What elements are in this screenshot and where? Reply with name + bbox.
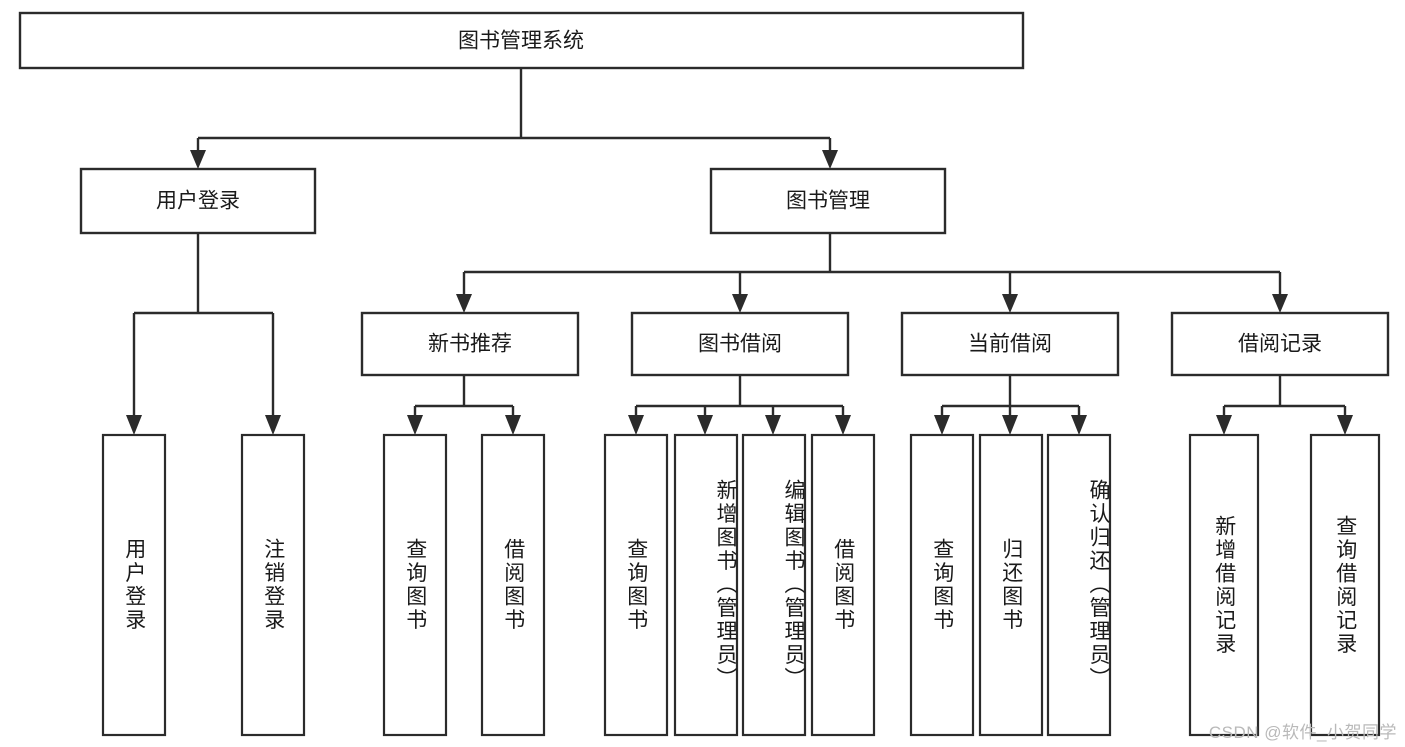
node-root-rect[interactable]	[18, 11, 1025, 70]
node-root[interactable]: 图书管理系统	[18, 11, 1025, 70]
node-book-borrow-label: 图书借阅	[698, 333, 782, 356]
leaf-boxes-current-borrow	[909, 433, 1112, 737]
arrow-head-br-leaf-1	[1216, 415, 1232, 435]
node-book-borrow[interactable]: 图书借阅	[630, 311, 850, 377]
connector-group-book-manage-to-level3	[456, 233, 1288, 313]
node-new-book-recommend-rect[interactable]	[360, 311, 580, 377]
arrow-head-br-leaf-2	[1337, 415, 1353, 435]
leaf-boxes-new-book-recommend	[382, 433, 546, 737]
node-borrow-record-rect[interactable]	[1170, 311, 1390, 377]
node-current-borrow[interactable]: 当前借阅	[900, 311, 1120, 377]
leaf-rect-nb-query-book[interactable]	[382, 433, 448, 737]
arrow-head-user-login	[190, 150, 206, 169]
arrow-head-book-manage	[822, 150, 838, 169]
leaf-rect-bb-add-book[interactable]	[673, 433, 739, 737]
node-user-login[interactable]: 用户登录	[79, 167, 317, 235]
leaf-rect-bb-borrow-book[interactable]	[810, 433, 876, 737]
node-book-manage-rect[interactable]	[709, 167, 947, 235]
leaf-rect-logout[interactable]	[240, 433, 306, 737]
arrow-head-bb-leaf-4	[835, 415, 851, 435]
node-borrow-record-label: 借阅记录	[1238, 333, 1322, 356]
connector-group-new-book-to-leaves	[407, 375, 521, 435]
leaf-boxes-borrow-record	[1188, 433, 1381, 737]
node-book-manage-label: 图书管理	[786, 190, 870, 213]
arrow-head-leaf-logout	[265, 415, 281, 435]
leaf-rect-br-add-record[interactable]	[1188, 433, 1260, 737]
leaf-rect-br-query-record[interactable]	[1309, 433, 1381, 737]
node-new-book-recommend[interactable]: 新书推荐	[360, 311, 580, 377]
connector-group-root-to-level2	[190, 68, 838, 169]
leaf-boxes-book-borrow	[603, 433, 876, 737]
arrow-head-book-borrow	[732, 294, 748, 313]
node-borrow-record[interactable]: 借阅记录	[1170, 311, 1390, 377]
connector-group-current-borrow-to-leaves	[934, 375, 1087, 435]
leaf-boxes-user-login	[101, 433, 306, 737]
leaf-rect-cb-confirm-return[interactable]	[1046, 433, 1112, 737]
node-new-book-recommend-label: 新书推荐	[428, 333, 512, 356]
connector-group-borrow-record-to-leaves	[1216, 375, 1353, 435]
node-current-borrow-rect[interactable]	[900, 311, 1120, 377]
arrow-head-cb-leaf-1	[934, 415, 950, 435]
leaf-rect-bb-edit-book[interactable]	[741, 433, 807, 737]
leaf-rect-cb-return-book[interactable]	[978, 433, 1044, 737]
node-user-login-label: 用户登录	[156, 190, 240, 213]
arrow-head-nb-leaf-1	[407, 415, 423, 435]
arrow-head-cb-leaf-2	[1002, 415, 1018, 435]
connector-group-user-login-to-leaves	[126, 233, 281, 435]
node-book-borrow-rect[interactable]	[630, 311, 850, 377]
arrow-head-current-borrow	[1002, 294, 1018, 313]
leaf-rect-nb-borrow-book[interactable]	[480, 433, 546, 737]
node-root-label: 图书管理系统	[458, 30, 584, 53]
arrow-head-bb-leaf-3	[765, 415, 781, 435]
arrow-head-nb-leaf-2	[505, 415, 521, 435]
arrow-head-new-book	[456, 294, 472, 313]
arrow-head-leaf-user-login	[126, 415, 142, 435]
arrow-head-cb-leaf-3	[1071, 415, 1087, 435]
node-user-login-rect[interactable]	[79, 167, 317, 235]
leaf-rect-bb-query-book[interactable]	[603, 433, 669, 737]
leaf-rect-user-login[interactable]	[101, 433, 167, 737]
node-book-manage[interactable]: 图书管理	[709, 167, 947, 235]
node-current-borrow-label: 当前借阅	[968, 333, 1052, 356]
leaf-rect-cb-query-book[interactable]	[909, 433, 975, 737]
connector-group-book-borrow-to-leaves	[628, 375, 851, 435]
arrow-head-bb-leaf-1	[628, 415, 644, 435]
arrow-head-borrow-record	[1272, 294, 1288, 313]
arrow-head-bb-leaf-2	[697, 415, 713, 435]
